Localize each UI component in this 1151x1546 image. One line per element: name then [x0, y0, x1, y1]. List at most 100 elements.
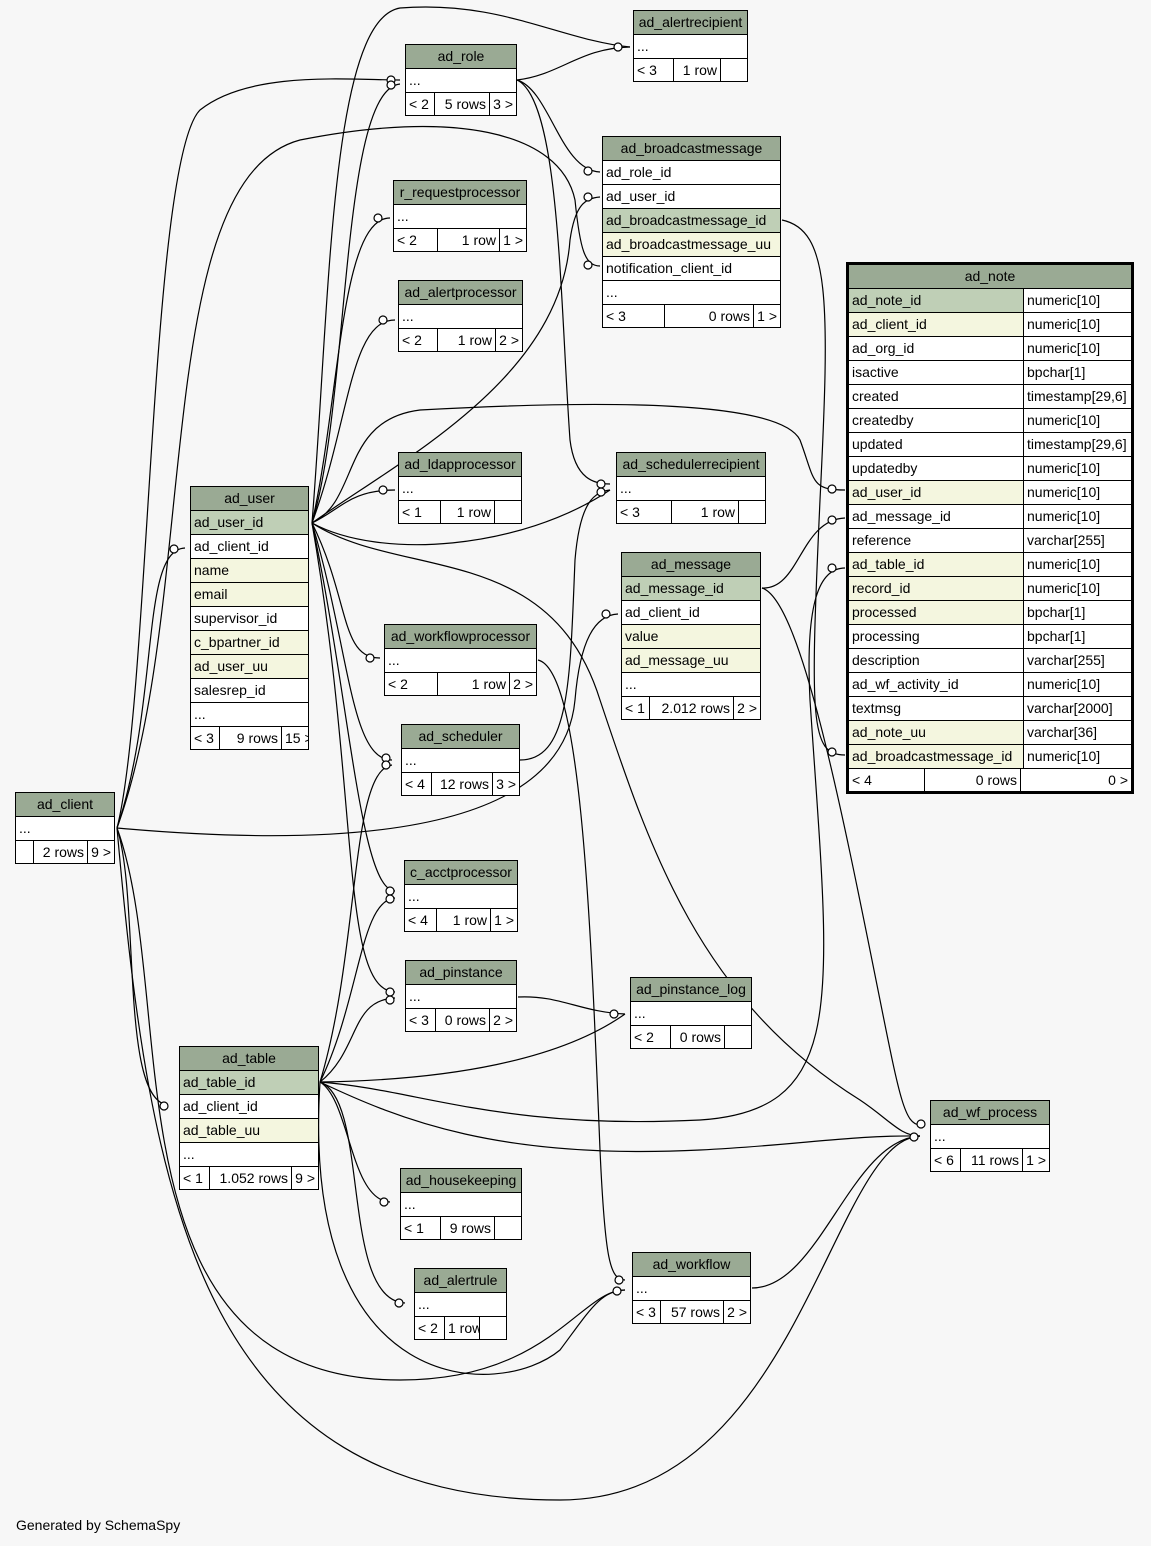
- table-header[interactable]: ad_ldapprocessor: [399, 453, 521, 477]
- table-header[interactable]: ad_role: [406, 45, 516, 69]
- parent-count: < 3: [617, 501, 672, 523]
- edge-pinstance-pinstancelog: [517, 996, 626, 1015]
- column-row: name: [191, 559, 308, 583]
- edge-end-marker: [373, 213, 383, 223]
- edge-end-marker: [169, 544, 179, 554]
- table-header[interactable]: ad_note: [849, 265, 1131, 289]
- edge-client-role: [116, 78, 401, 829]
- row-count: 1 row: [674, 59, 721, 81]
- column-name: ...: [620, 480, 632, 496]
- column-row: ...: [180, 1143, 318, 1167]
- column-type: numeric[10]: [1023, 481, 1131, 504]
- column-name: ad_table_id: [183, 1074, 256, 1090]
- edge-end-marker: [381, 760, 391, 770]
- column-row: salesrep_id: [191, 679, 308, 703]
- parent-count: < 2: [394, 229, 438, 251]
- table-header[interactable]: ad_alertprocessor: [399, 281, 522, 305]
- row-count: 0 rows: [925, 769, 1021, 791]
- table-header[interactable]: ad_pinstance: [406, 961, 516, 985]
- column-type: varchar[255]: [1023, 649, 1131, 672]
- edge-end-marker: [385, 886, 395, 896]
- column-name: value: [625, 628, 659, 644]
- row-count: 5 rows: [435, 93, 490, 115]
- edge-workflowprocessor-workflow: [537, 659, 626, 1281]
- child-count: [739, 501, 765, 523]
- parent-count: < 2: [399, 329, 438, 351]
- table-header[interactable]: ad_client: [16, 793, 114, 817]
- column-row: ...: [399, 477, 521, 501]
- parent-count: < 3: [603, 305, 665, 327]
- column-type: varchar[36]: [1023, 721, 1131, 744]
- edge-role-broadcast: [516, 79, 601, 173]
- table-header[interactable]: ad_workflow: [633, 1253, 750, 1277]
- column-name: ...: [634, 1005, 646, 1021]
- table-header[interactable]: r_requestprocessor: [394, 181, 526, 205]
- table-header[interactable]: ad_alertrecipient: [634, 11, 747, 35]
- edge-table-pinstancelog: [319, 1013, 626, 1083]
- table-header[interactable]: ad_schedulerrecipient: [617, 453, 765, 477]
- parent-count: < 2: [631, 1026, 671, 1048]
- table-header[interactable]: ad_workflowprocessor: [385, 625, 536, 649]
- edge-end-marker: [596, 479, 606, 489]
- column-name: c_bpartner_id: [194, 634, 280, 650]
- table-header[interactable]: ad_pinstance_log: [631, 978, 751, 1002]
- edge-end-marker: [909, 1132, 919, 1142]
- table-header[interactable]: c_acctprocessor: [405, 861, 517, 885]
- table-header[interactable]: ad_broadcastmessage: [603, 137, 780, 161]
- table-header[interactable]: ad_message: [622, 553, 760, 577]
- row-count: 1 row: [438, 673, 510, 695]
- parent-count: < 3: [406, 1009, 436, 1031]
- column-name: ...: [402, 480, 414, 496]
- column-name: ...: [388, 652, 400, 668]
- column-name: notification_client_id: [606, 260, 733, 276]
- column-row: ad_user_uu: [191, 655, 308, 679]
- row-count: 9 rows: [441, 1217, 495, 1239]
- column-row: ad_broadcastmessage_uu: [603, 233, 780, 257]
- table-header[interactable]: ad_housekeeping: [401, 1169, 521, 1193]
- column-name: ...: [418, 1296, 430, 1312]
- child-count: 9 >: [295, 1170, 315, 1186]
- column-row: ...: [394, 205, 526, 229]
- child-count: 2 >: [727, 1304, 747, 1320]
- table-header[interactable]: ad_scheduler: [402, 725, 519, 749]
- table-header[interactable]: ad_alertrule: [415, 1269, 506, 1293]
- column-name: ...: [397, 208, 409, 224]
- table-header[interactable]: ad_table: [180, 1047, 318, 1071]
- table-header[interactable]: ad_user: [191, 487, 308, 511]
- table-header[interactable]: ad_wf_process: [931, 1101, 1049, 1125]
- edge-end-marker: [827, 484, 837, 494]
- parent-count: < 4: [849, 769, 925, 791]
